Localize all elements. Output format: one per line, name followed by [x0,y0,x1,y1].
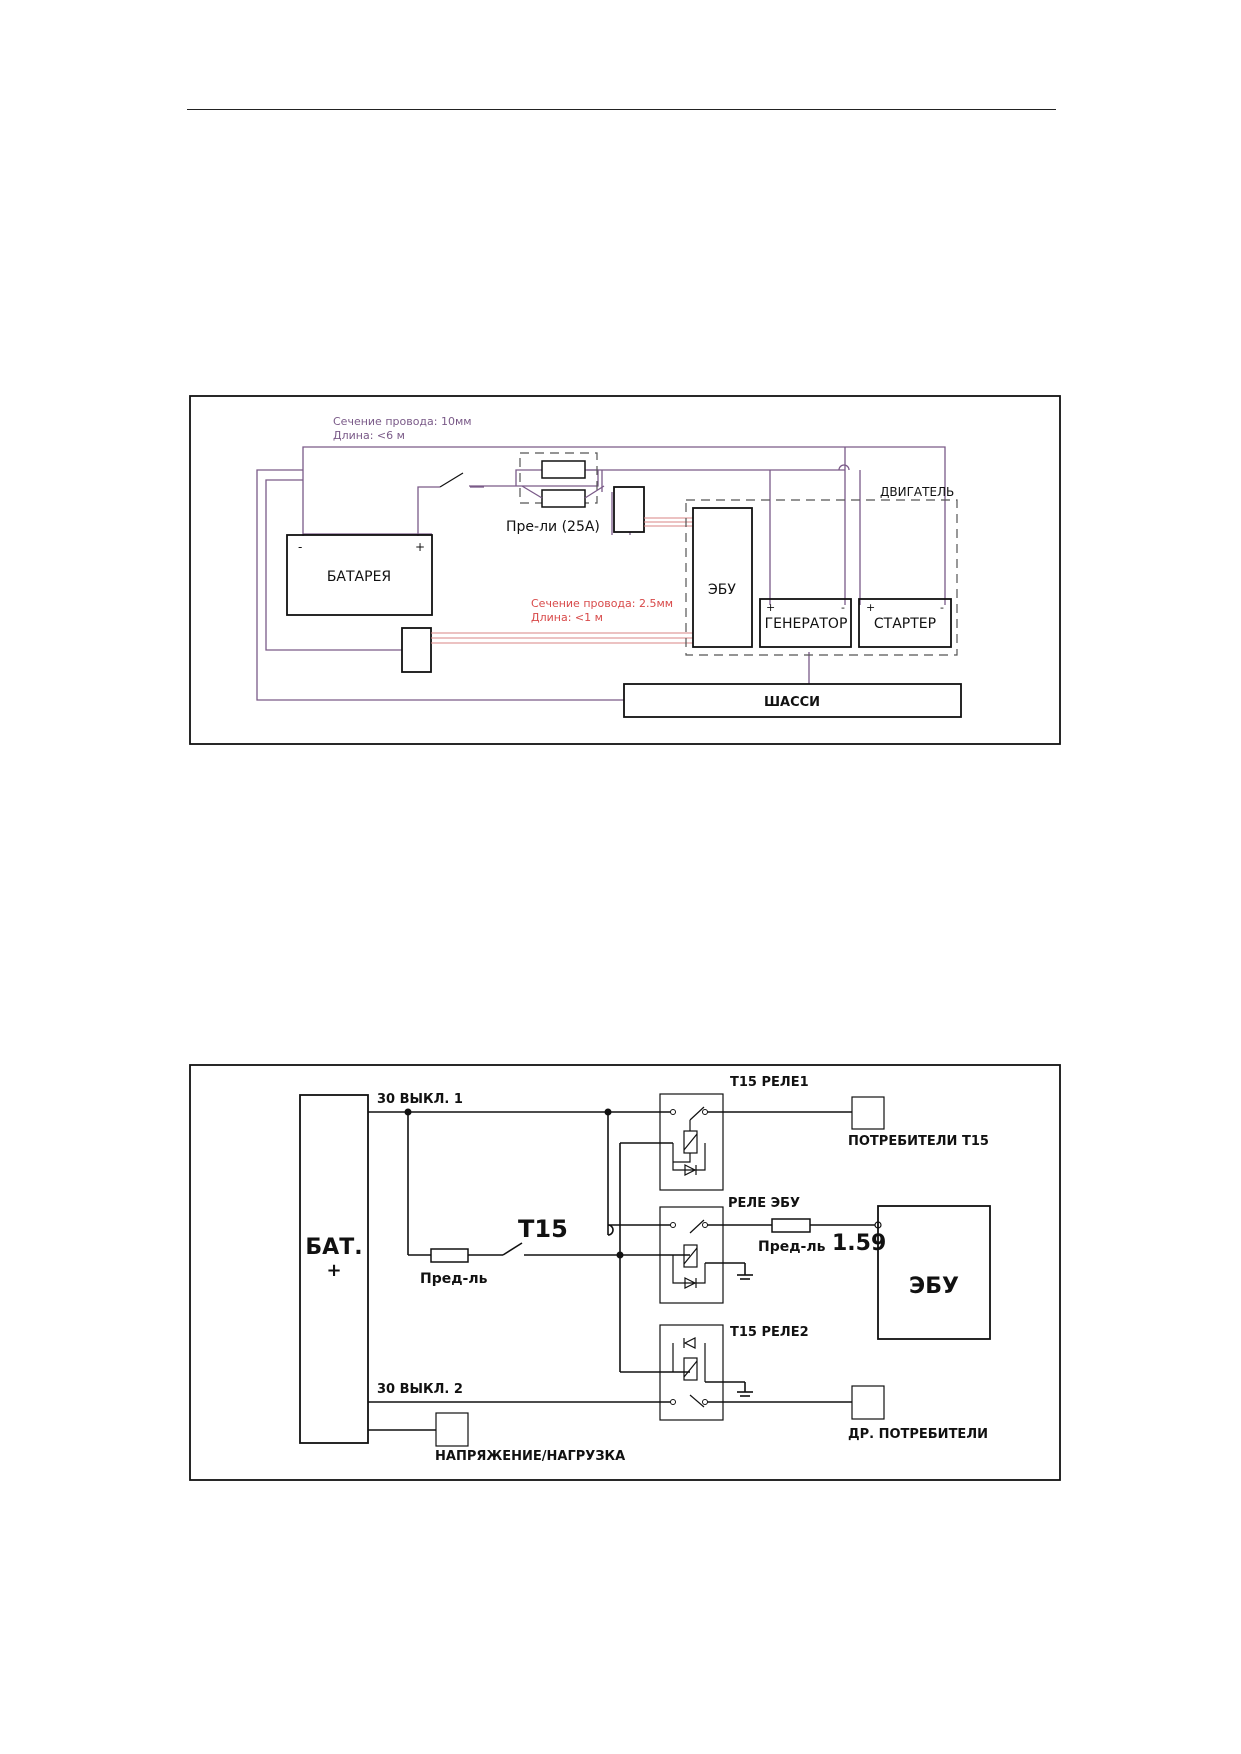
pin-label: 1.59 [832,1231,886,1256]
battery-block-2 [299,1094,369,1444]
fuse-block [519,452,605,508]
fuse-label: Пре-ли (25А) [506,519,600,535]
fuse-1-label: Пред-ль [420,1271,488,1287]
starter-minus: - [940,601,944,614]
switch-1-label: 30 ВЫКЛ. 1 [377,1092,463,1107]
generator-label: ГЕНЕРАТОР [765,616,848,632]
ecu-connector-bottom [401,627,432,673]
generator-block [759,598,852,648]
other-consumers-label: ДР. ПОТРЕБИТЕЛИ [848,1427,988,1442]
ecu-wire-length-label: Длина: <1 м [531,611,603,624]
circuit-wires [368,1108,882,1431]
chassis-block [623,683,962,718]
other-consumers-terminal [851,1385,885,1420]
t15-switch [502,1242,523,1256]
ecu-wire-section-label: Сечение провода: 2.5мм [531,597,673,610]
voltage-load-label: НАПРЯЖЕНИЕ/НАГРУЗКА [435,1449,625,1464]
voltage-load-terminal [435,1412,469,1447]
consumers-t15-terminal [851,1096,885,1130]
relay-t15-1-label: T15 РЕЛЕ1 [730,1075,809,1090]
generator-minus: - [841,601,845,614]
diagram-2-frame [189,1064,1061,1481]
t15-label: T15 [518,1215,568,1243]
relay-t15-1 [659,1093,724,1191]
fuse-2-label: Пред-ль [758,1239,826,1255]
starter-label: СТАРТЕР [874,616,936,632]
fuse-1 [430,1248,469,1263]
fuse-2 [771,1218,811,1233]
engine-boundary [685,499,958,656]
ecu-block-2 [877,1205,991,1340]
consumers-t15-label: ПОТРЕБИТЕЛИ Т15 [848,1134,989,1149]
battery-label-2: БАТ. [305,1235,362,1260]
relay-ecu [659,1206,724,1304]
ecu-label: ЭБУ [708,582,736,598]
main-wire-length-label: Длина: <6 м [333,429,405,442]
ecu-wires [431,517,693,644]
diagram-1-frame [189,395,1061,745]
battery-plus: + [415,540,425,554]
main-wire-section-label: Сечение провода: 10мм [333,415,472,428]
relay-t15-2 [659,1324,724,1421]
battery-label: БАТАРЕЯ [327,569,391,585]
chassis-label: ШАССИ [764,695,820,710]
ecu-connector-top [613,486,645,533]
battery-plus-2: + [326,1260,341,1281]
main-power-wires [256,446,946,701]
page-header-rule [187,109,1056,110]
switch-2-label: 30 ВЫКЛ. 2 [377,1382,463,1397]
battery-block [286,534,433,616]
main-switch [439,472,464,488]
ecu-label-2: ЭБУ [909,1274,959,1299]
relay-ecu-label: РЕЛЕ ЭБУ [728,1196,800,1211]
relay-t15-2-label: T15 РЕЛЕ2 [730,1325,809,1340]
starter-block [858,598,952,648]
generator-plus: + [766,601,775,614]
engine-label: ДВИГАТЕЛЬ [880,485,954,499]
ecu-block [692,507,753,648]
battery-minus: - [298,540,302,554]
starter-plus: + [866,601,875,614]
